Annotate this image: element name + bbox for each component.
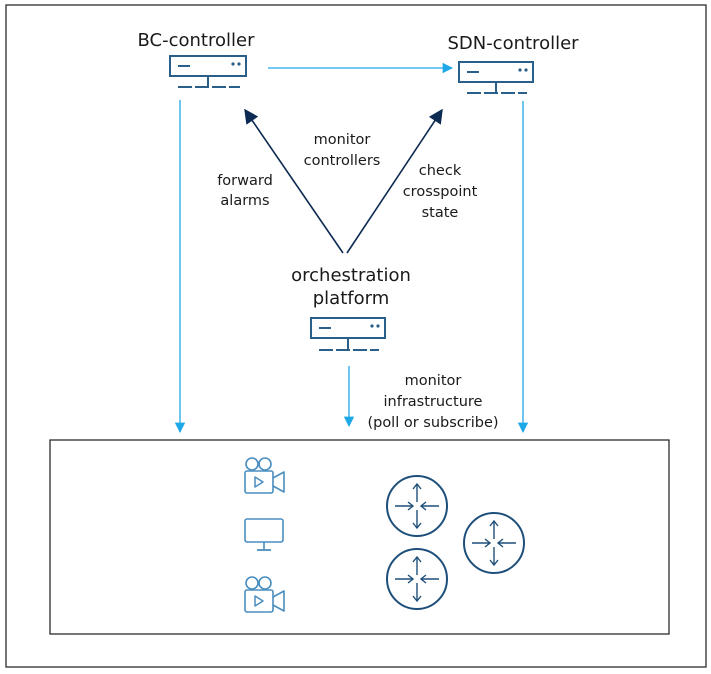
camera-icon [244, 457, 285, 494]
bc-controller-node: BC-controller [138, 30, 256, 88]
bc-controller-label: BC-controller [138, 30, 256, 51]
edge-orchestration-to-sdn [346, 108, 443, 254]
infrastructure-box [49, 439, 670, 635]
server-icon [169, 55, 247, 88]
sdn-controller-node: SDN-controller [447, 33, 579, 94]
router-icon [386, 548, 448, 610]
edge-orchestration-to-bc [244, 108, 344, 254]
monitor-controllers-line1: monitor [314, 132, 371, 148]
monitor-infrastructure-line1: monitor [405, 373, 462, 389]
monitor-controllers-label: monitor controllers [304, 132, 381, 169]
camera-icon [244, 576, 285, 613]
monitor-icon [244, 518, 284, 551]
router-icon [463, 512, 525, 574]
sdn-controller-label: SDN-controller [447, 33, 579, 54]
check-crosspoint-line3: state [422, 205, 459, 221]
monitor-infrastructure-label: monitor infrastructure (poll or subscrib… [367, 373, 498, 431]
server-icon [310, 317, 386, 351]
server-icon [458, 61, 534, 94]
orchestration-label-line2: platform [313, 288, 389, 309]
orchestration-platform-node: orchestration platform [291, 265, 411, 351]
monitor-controllers-line2: controllers [304, 153, 381, 169]
orchestration-label-line1: orchestration [291, 265, 411, 286]
forward-alarms-line1: forward [217, 173, 273, 189]
monitor-infrastructure-line3: (poll or subscribe) [367, 415, 498, 431]
check-crosspoint-line2: crosspoint [403, 184, 478, 200]
outer-frame [5, 4, 707, 668]
check-crosspoint-label: check crosspoint state [403, 163, 478, 221]
forward-alarms-line2: alarms [220, 193, 269, 209]
router-icon [386, 475, 448, 537]
monitor-infrastructure-line2: infrastructure [384, 394, 483, 410]
check-crosspoint-line1: check [419, 163, 462, 179]
forward-alarms-label: forward alarms [217, 173, 273, 209]
